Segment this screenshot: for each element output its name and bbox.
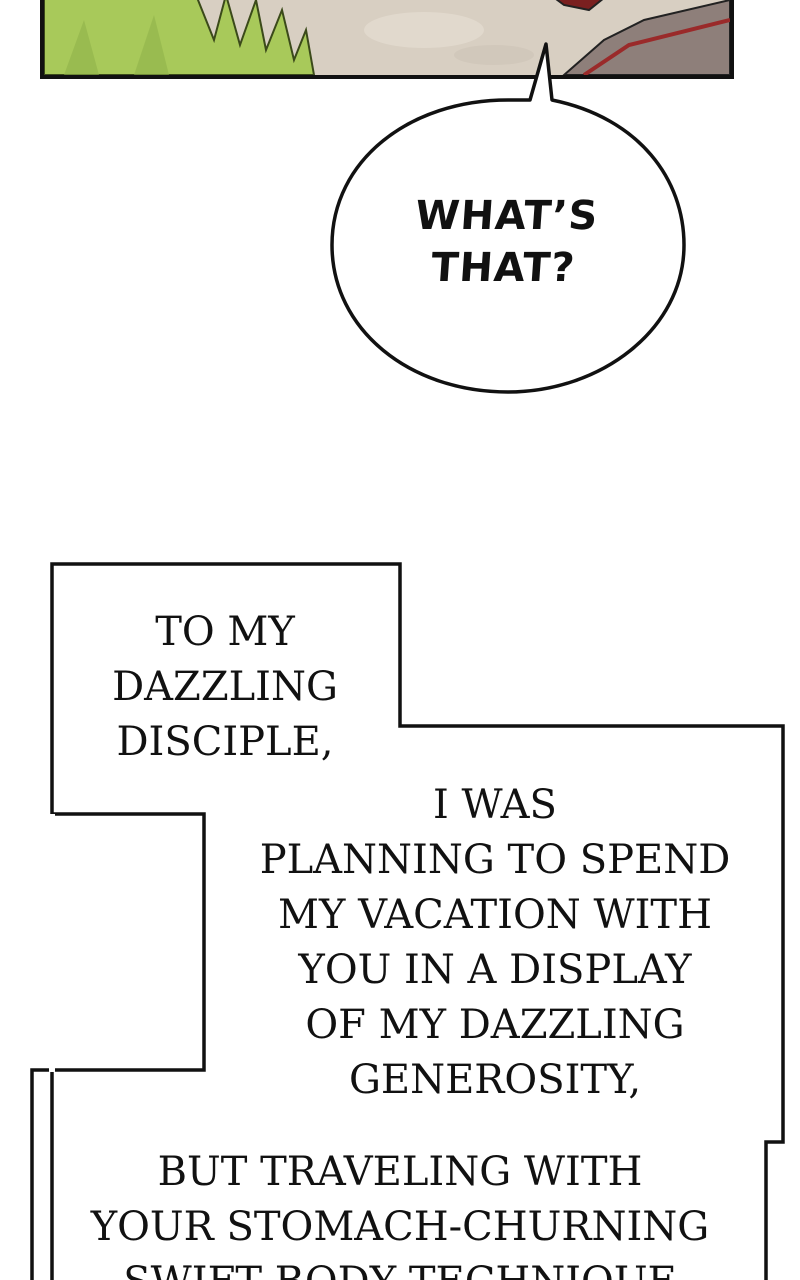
narration-line: I WAS <box>433 782 557 828</box>
narration-block-3: BUT TRAVELING WITH YOUR STOMACH-CHURNING… <box>60 1145 740 1280</box>
narration-block-2: I WAS PLANNING TO SPEND MY VACATION WITH… <box>245 778 745 1108</box>
narration-line: SWIFT BODY TECHNIQUE <box>60 1255 740 1280</box>
narration-line: YOUR STOMACH-CHURNING <box>90 1204 710 1250</box>
narration-line: BUT TRAVELING WITH <box>157 1149 643 1195</box>
narration-line: TO MY <box>155 609 295 655</box>
narration-block-1: TO MY DAZZLING DISCIPLE, <box>100 605 350 770</box>
narration-line: YOU IN A DISPLAY <box>298 947 692 993</box>
speech-bubble <box>330 42 686 394</box>
narration-line: DISCIPLE, <box>116 719 334 765</box>
illustration-panel <box>40 0 734 79</box>
narration-line: GENEROSITY, <box>348 1057 642 1103</box>
panel-artwork <box>44 0 730 75</box>
narration-line: DAZZLING <box>112 664 338 710</box>
narration-line: MY VACATION WITH <box>278 892 712 938</box>
narration-line: PLANNING TO SPEND <box>259 837 731 883</box>
narration-line: OF MY DAZZLING <box>305 1002 685 1048</box>
